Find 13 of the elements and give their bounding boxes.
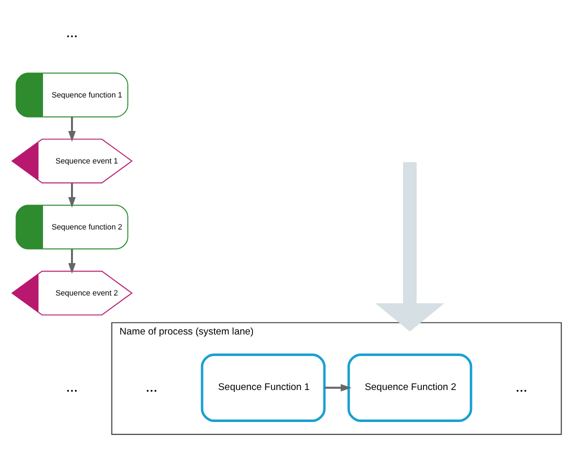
arrow [375, 162, 444, 332]
node-box: Sequence Function 2 [347, 354, 472, 422]
arrow [68, 249, 76, 274]
label: ... [146, 378, 158, 396]
node-box: Sequence Function 1 [200, 354, 326, 422]
label: ... [66, 378, 78, 396]
label: ... [66, 24, 78, 42]
label: ... [516, 378, 528, 396]
arrow [324, 384, 352, 392]
arrow [68, 116, 76, 142]
node-box: Sequence function 2 [16, 204, 128, 250]
node-box: Sequence function 1 [16, 72, 128, 118]
arrow [68, 183, 76, 208]
